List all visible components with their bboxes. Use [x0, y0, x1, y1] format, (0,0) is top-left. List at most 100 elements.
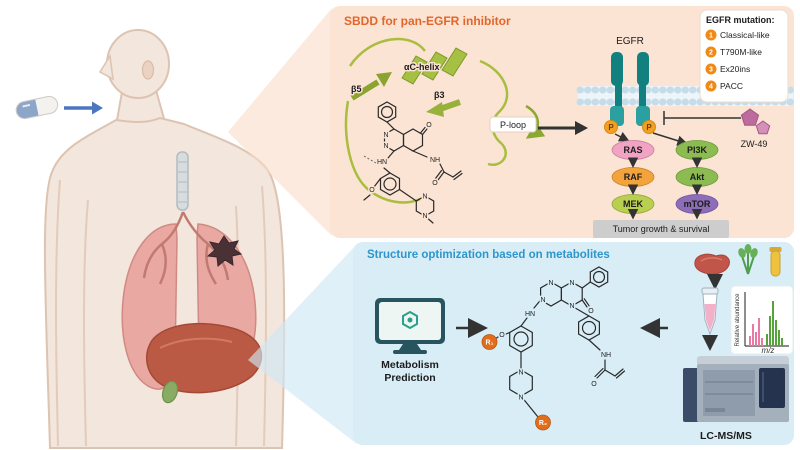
beta-strands [350, 72, 461, 117]
helix-label: αC-helix [404, 62, 440, 72]
atom-label: O [369, 187, 375, 194]
pathway-node-label: RAS [623, 145, 642, 155]
legend-title: EGFR mutation: [706, 15, 775, 25]
pathway-node-pi3k: PI3K [675, 140, 719, 160]
pathway-node-label: Akt [690, 172, 705, 182]
egfr-mutation-legend: EGFR mutation: 1 Classical-like 2 T790M-… [699, 9, 789, 103]
atom-label: N [518, 370, 523, 377]
legend-item-num: 3 [709, 67, 713, 74]
pathway-node-ras: RAS [611, 140, 655, 160]
beta5-label: β5 [351, 84, 362, 94]
ploop-label: P-loop [500, 120, 526, 130]
legend-item-num: 1 [709, 33, 713, 40]
legend-item-label: Ex20ins [720, 64, 750, 74]
legend-item: 3 Ex20ins [705, 63, 750, 75]
outcome-box [593, 220, 729, 238]
monitor-label-line1: Metabolism [381, 359, 439, 371]
sbdd-panel-svg: SBDD for pan-EGFR inhibitor αC-helix β5 … [344, 9, 796, 238]
atom-label: N [548, 280, 553, 287]
legend-item-label: PACC [720, 81, 743, 91]
atom-label: O [591, 381, 597, 388]
sbdd-panel: SBDD for pan-EGFR inhibitor αC-helix β5 … [330, 6, 796, 238]
legend-item: 1 Classical-like [705, 29, 770, 41]
plant-icon [738, 244, 758, 275]
ms-peaks [749, 301, 783, 346]
pathway-node-akt: Akt [675, 167, 719, 187]
egfr-label: EGFR [616, 36, 644, 47]
human-figure [43, 29, 286, 449]
r2-label: R₂ [539, 420, 547, 427]
alpha-helix [401, 47, 468, 85]
legend-item-num: 4 [709, 84, 713, 91]
atom-label: N [569, 303, 574, 310]
lcms-label: LC-MS/MS [700, 430, 752, 442]
atom-label: HN [525, 311, 535, 318]
r1-badge [481, 334, 498, 350]
pathway-node-label: RAF [624, 172, 643, 182]
bronchi [142, 211, 230, 285]
top-panel-beam [228, 8, 332, 236]
head [106, 29, 170, 99]
design-to-signaling-arrow [538, 121, 588, 135]
monitor-label-line2: Prediction [384, 372, 435, 384]
ms-xlabel: m/z [762, 346, 775, 355]
pathway-node-label: MEK [623, 199, 644, 209]
atom-label: NH [601, 352, 611, 359]
vial-icon [769, 247, 782, 277]
legend-box [699, 9, 789, 103]
legend-item: 2 T790M-like [705, 46, 762, 58]
atom-label: N [569, 280, 574, 287]
ploop-label-box [489, 116, 537, 133]
arms [55, 179, 267, 447]
atom-label: O [499, 332, 505, 339]
phospho-badge [604, 120, 618, 134]
pill-capsule-icon [15, 95, 59, 120]
legend-item-label: T790M-like [720, 47, 762, 57]
egfr-receptor-icon: EGFR P P [604, 36, 656, 134]
metabolite-panel: Structure optimization based on metaboli… [353, 242, 794, 445]
zw49-inhibitor-icon: ZW-49 [663, 108, 771, 149]
ploop-curl-arrow [525, 104, 546, 139]
outcome-label: Tumor growth & survival [613, 224, 710, 234]
protein-loops [344, 37, 509, 204]
pathway-node-label: PI3K [687, 145, 708, 155]
administration-arrow [64, 101, 103, 115]
zw49-label: ZW-49 [741, 139, 768, 149]
atom-label: N [540, 297, 545, 304]
pathway-node-mtor: mTOR [675, 194, 719, 214]
r2-badge [535, 414, 551, 431]
liver-icon [694, 253, 730, 275]
metabolite-panel-svg: Structure optimization based on metaboli… [367, 244, 794, 442]
atom-label: N [422, 213, 427, 220]
atom-label: O [588, 308, 594, 315]
signaling-pathway: RAS PI3K RAF Akt MEK mTOR [593, 131, 729, 238]
metabolite-panel-title: Structure optimization based on metaboli… [367, 249, 610, 261]
chart-box [730, 285, 794, 355]
phospho-label: P [608, 123, 614, 132]
pathway-arrows [627, 157, 703, 220]
metabolism-monitor-icon [375, 298, 445, 354]
atom-label: N [422, 194, 427, 201]
legend-item: 4 PACC [705, 80, 743, 92]
inhibitor-structure: N N O HN O N N NH O [363, 101, 463, 224]
legend-item-num: 2 [709, 50, 713, 57]
pathway-node-label: mTOR [684, 199, 711, 209]
beta3-label: β3 [434, 90, 445, 100]
protein-ribbon: αC-helix β5 β3 P-loop [344, 37, 546, 204]
lcms-instrument-icon [683, 356, 789, 422]
atom-label: N [383, 132, 388, 139]
molecule-glyph [402, 310, 418, 330]
bottom-panel-beam [248, 244, 357, 444]
phospho-badge [642, 120, 656, 134]
atom-label: NH [430, 157, 440, 164]
liver [145, 322, 263, 404]
legend-item-label: Classical-like [720, 30, 770, 40]
lung-tumor [206, 235, 243, 267]
hbond-dash [363, 155, 377, 164]
atom-label: N [383, 143, 388, 150]
gallbladder [161, 380, 179, 404]
pathway-node-mek: MEK [611, 194, 655, 214]
atom-label: O [426, 122, 432, 129]
